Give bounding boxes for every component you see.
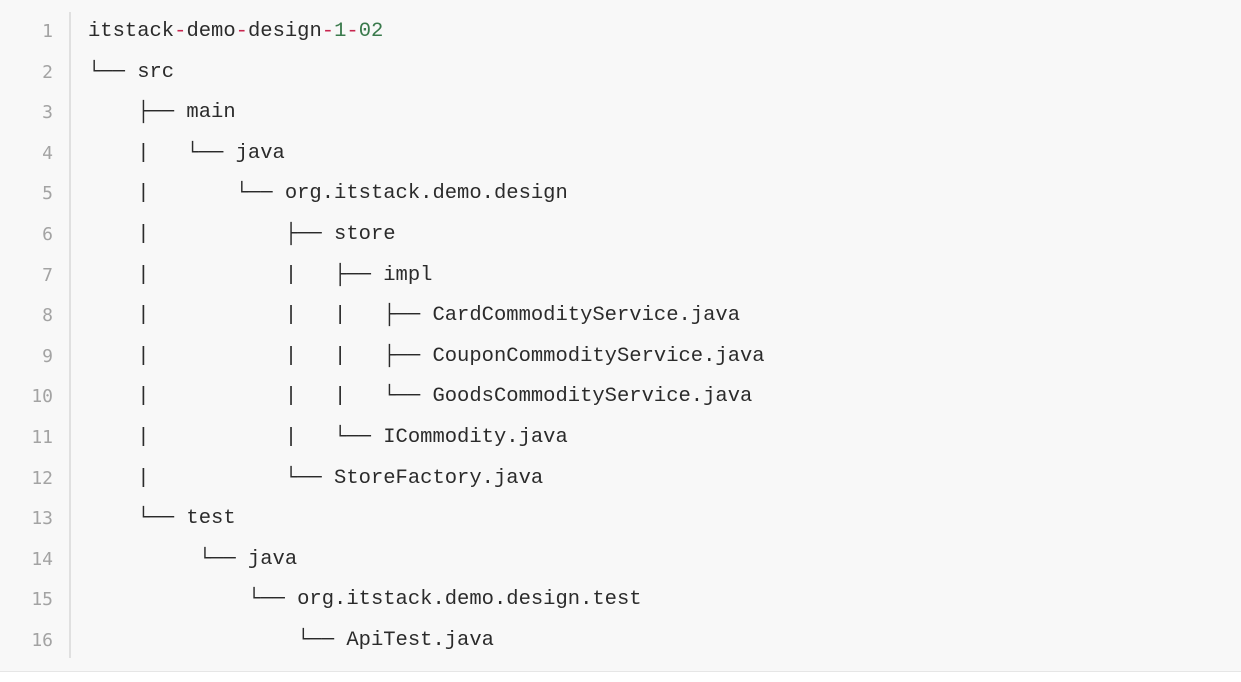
token: itstack — [88, 20, 175, 43]
token-operator: - — [321, 20, 335, 43]
token-operator: - — [174, 20, 187, 43]
code-line: ├── main — [88, 101, 236, 125]
line-number: 10 — [31, 386, 53, 408]
line-number: 6 — [42, 223, 53, 245]
code-line: | └── org.itstack.demo.design — [88, 182, 568, 206]
line-number: 13 — [31, 508, 53, 530]
token-number: 1 — [334, 20, 347, 43]
line-number: 15 — [31, 589, 53, 611]
code-line: | | | └── GoodsCommodityService.java — [88, 385, 753, 409]
code-line: | └── StoreFactory.java — [88, 466, 544, 490]
code-content[interactable]: itstack-demo-design-1-02 └── src ├── mai… — [88, 12, 1228, 662]
code-line: └── ApiTest.java — [88, 628, 494, 652]
token: design — [247, 20, 322, 43]
token: demo — [186, 20, 236, 43]
line-number: 16 — [31, 629, 53, 651]
line-number-gutter: 1 2 3 4 5 6 7 8 9 10 11 12 13 14 15 16 — [0, 12, 71, 658]
token-number: 02 — [358, 20, 384, 43]
code-line: └── test — [88, 507, 236, 531]
code-line: | | └── ICommodity.java — [88, 425, 568, 449]
code-line: | ├── store — [88, 222, 396, 246]
code-line: └── org.itstack.demo.design.test — [88, 588, 642, 612]
line-number: 12 — [31, 467, 53, 489]
code-line: | | ├── impl — [88, 263, 433, 287]
code-line: └── java — [88, 547, 298, 571]
code-line: | | | ├── CardCommodityService.java — [88, 304, 741, 328]
token-operator: - — [235, 20, 248, 43]
code-line: | └── java — [88, 141, 285, 165]
line-number: 14 — [31, 548, 53, 570]
line-number: 5 — [42, 183, 53, 205]
code-line-project-root: itstack-demo-design-1-02 — [88, 12, 1228, 53]
line-number: 9 — [42, 345, 53, 367]
line-number: 8 — [42, 305, 53, 327]
code-line: └── src — [88, 60, 175, 84]
line-number: 7 — [42, 264, 53, 286]
line-number: 1 — [42, 21, 53, 42]
line-number: 11 — [31, 426, 53, 448]
line-number: 4 — [42, 142, 53, 164]
line-number: 2 — [42, 61, 53, 83]
line-number: 3 — [42, 102, 53, 124]
code-line: | | | ├── CouponCommodityService.java — [88, 344, 765, 368]
token-operator: - — [346, 20, 359, 43]
